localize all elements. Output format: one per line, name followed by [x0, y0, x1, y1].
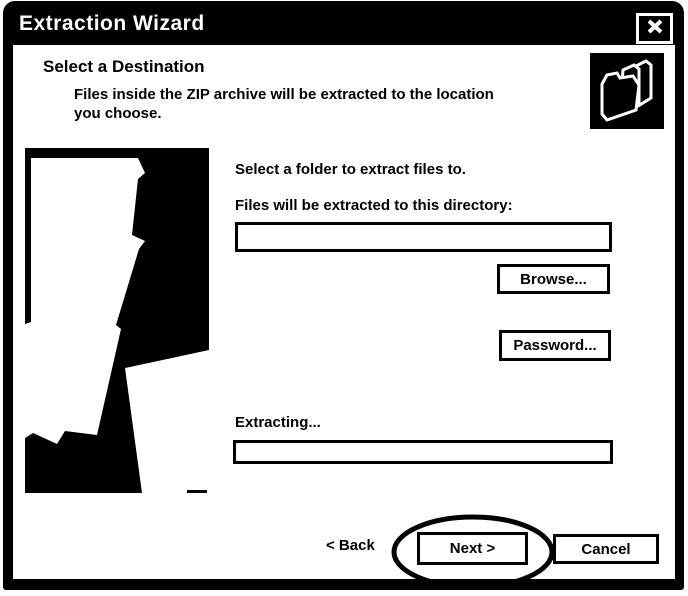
window-title: Extraction Wizard: [19, 12, 205, 35]
extraction-progress-bar: [233, 440, 613, 464]
dialog-body: Select a Destination Files inside the ZI…: [13, 45, 675, 579]
close-button[interactable]: [636, 13, 673, 44]
extracting-label: Extracting...: [235, 414, 321, 431]
instruction-text: Select a folder to extract files to.: [235, 161, 466, 178]
folders-icon: [590, 53, 664, 129]
next-button[interactable]: Next >: [417, 532, 528, 565]
extraction-wizard-dialog: Extraction Wizard Select a Destination F…: [3, 1, 684, 590]
cancel-button[interactable]: Cancel: [553, 534, 659, 564]
wizard-sidebar-image: [25, 148, 209, 493]
page-description: Files inside the ZIP archive will be ext…: [74, 86, 494, 122]
directory-label: Files will be extracted to this director…: [235, 197, 513, 214]
page-title: Select a Destination: [43, 57, 205, 76]
close-icon: [647, 19, 663, 39]
directory-input[interactable]: [235, 222, 612, 252]
browse-button[interactable]: Browse...: [497, 264, 610, 294]
back-button[interactable]: < Back: [326, 537, 375, 554]
password-button[interactable]: Password...: [499, 330, 611, 361]
